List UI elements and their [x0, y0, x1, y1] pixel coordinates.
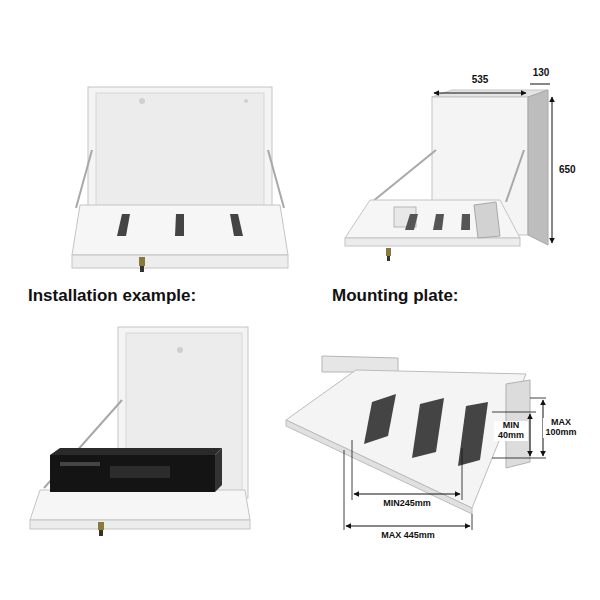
section-heading: Mounting plate:	[332, 287, 459, 306]
dimension-label: MIN245mm	[381, 499, 433, 509]
dimension-label: MAX 445mm	[379, 531, 437, 541]
cabinet-dimension-view	[345, 84, 552, 261]
dimension-label: 130	[531, 67, 552, 78]
dimension-label: MAX 100mm	[543, 418, 579, 438]
section-heading: Installation example:	[28, 287, 196, 306]
cabinet-front-view	[72, 87, 288, 272]
cabinet-with-recorder	[30, 327, 250, 536]
dimension-label: 650	[557, 164, 578, 175]
dimension-label: MIN 40mm	[494, 421, 528, 441]
dimension-label: 535	[470, 74, 491, 85]
mounting-plate	[286, 356, 546, 530]
